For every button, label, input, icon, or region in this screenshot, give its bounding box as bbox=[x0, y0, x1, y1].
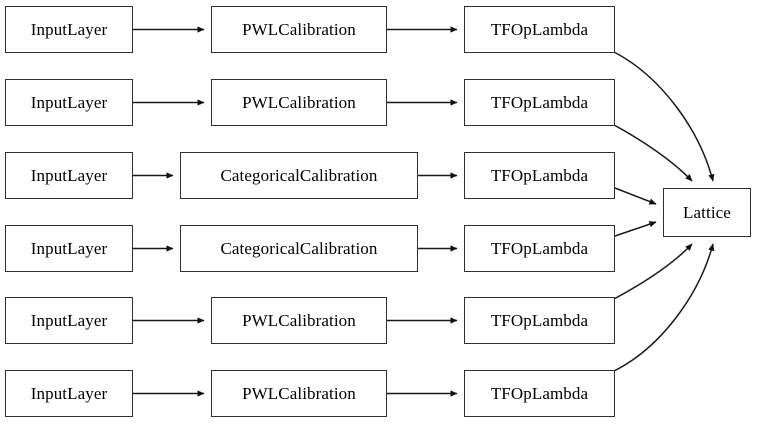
node-label: TFOpLambda bbox=[490, 165, 589, 185]
node-input-layer-2[interactable]: InputLayer bbox=[5, 79, 133, 126]
node-label: Lattice bbox=[683, 202, 731, 222]
node-tfoplambda-3[interactable]: TFOpLambda bbox=[464, 152, 615, 199]
node-input-layer-5[interactable]: InputLayer bbox=[5, 297, 133, 344]
node-label: InputLayer bbox=[30, 238, 108, 258]
edge-lambda-1-to-lattice bbox=[613, 51, 715, 182]
node-label: PWLCalibration bbox=[242, 19, 356, 39]
node-input-layer-3[interactable]: InputLayer bbox=[5, 152, 133, 199]
edge-lambda-4-to-lattice bbox=[614, 221, 657, 237]
node-tfoplambda-1[interactable]: TFOpLambda bbox=[464, 6, 615, 53]
node-pwl-calibration-3[interactable]: PWLCalibration bbox=[211, 297, 387, 344]
node-label: CategoricalCalibration bbox=[220, 238, 378, 258]
node-label: InputLayer bbox=[30, 383, 108, 403]
node-input-layer-1[interactable]: InputLayer bbox=[5, 6, 133, 53]
node-tfoplambda-6[interactable]: TFOpLambda bbox=[464, 370, 615, 417]
node-categorical-calibration-2[interactable]: CategoricalCalibration bbox=[180, 225, 418, 272]
edge-lambda-5-to-lattice bbox=[613, 243, 693, 300]
node-label: InputLayer bbox=[30, 19, 108, 39]
edge-lambda-6-to-lattice bbox=[613, 243, 715, 372]
node-label: PWLCalibration bbox=[242, 310, 356, 330]
node-pwl-calibration-2[interactable]: PWLCalibration bbox=[211, 79, 387, 126]
node-lattice[interactable]: Lattice bbox=[663, 188, 751, 237]
node-pwl-calibration-1[interactable]: PWLCalibration bbox=[211, 6, 387, 53]
node-input-layer-4[interactable]: InputLayer bbox=[5, 225, 133, 272]
node-tfoplambda-5[interactable]: TFOpLambda bbox=[464, 297, 615, 344]
node-label: TFOpLambda bbox=[490, 383, 589, 403]
node-label: TFOpLambda bbox=[490, 310, 589, 330]
node-label: TFOpLambda bbox=[490, 19, 589, 39]
node-label: PWLCalibration bbox=[242, 92, 356, 112]
node-tfoplambda-4[interactable]: TFOpLambda bbox=[464, 225, 615, 272]
node-label: PWLCalibration bbox=[242, 383, 356, 403]
node-categorical-calibration-1[interactable]: CategoricalCalibration bbox=[180, 152, 418, 199]
node-label: InputLayer bbox=[30, 310, 108, 330]
node-pwl-calibration-4[interactable]: PWLCalibration bbox=[211, 370, 387, 417]
node-label: CategoricalCalibration bbox=[220, 165, 378, 185]
edge-lambda-3-to-lattice bbox=[614, 187, 657, 205]
edge-lambda-2-to-lattice bbox=[613, 124, 693, 182]
node-label: TFOpLambda bbox=[490, 238, 589, 258]
node-input-layer-6[interactable]: InputLayer bbox=[5, 370, 133, 417]
node-label: InputLayer bbox=[30, 165, 108, 185]
node-tfoplambda-2[interactable]: TFOpLambda bbox=[464, 79, 615, 126]
node-label: TFOpLambda bbox=[490, 92, 589, 112]
node-label: InputLayer bbox=[30, 92, 108, 112]
